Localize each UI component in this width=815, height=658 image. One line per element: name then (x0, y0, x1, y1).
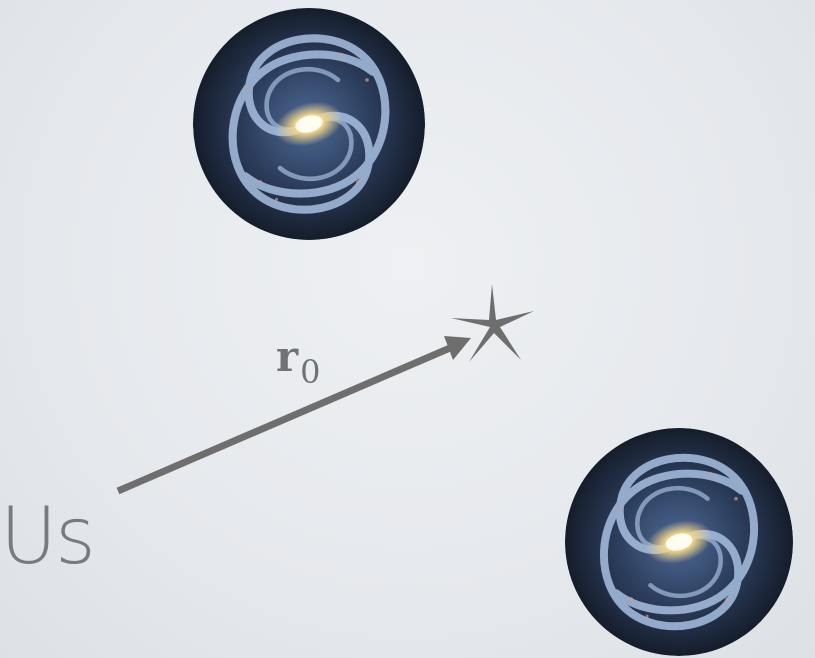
vector-symbol: r (276, 332, 298, 381)
vector-subscript: 0 (300, 353, 320, 391)
star-icon (451, 284, 534, 362)
vector-label: r0 (276, 336, 321, 381)
observer-label: Us (0, 498, 94, 576)
